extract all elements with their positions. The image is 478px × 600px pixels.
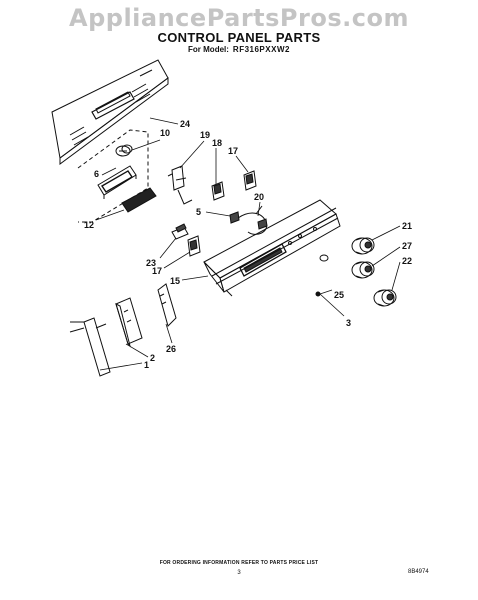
timer-lens: [121, 187, 157, 213]
dashed-outline: [77, 129, 149, 223]
watermark: AppliancePartsPros.com: [69, 4, 409, 32]
callout-6: 6: [94, 169, 99, 179]
callout-20: 20: [254, 192, 264, 202]
ordering-note: FOR ORDERING INFORMATION REFER TO PARTS …: [159, 560, 319, 566]
callout-15: 15: [170, 276, 180, 286]
callout-21: 21: [402, 221, 412, 231]
knob-22: [373, 289, 397, 307]
callout-25: 25: [334, 290, 344, 300]
callout-27: 27: [402, 241, 412, 251]
leader-lines: [95, 117, 401, 371]
callout-12: 12: [84, 220, 94, 230]
model-label: For Model:: [188, 45, 229, 54]
switch-18: [211, 181, 225, 201]
callout-17-upper: 17: [228, 146, 238, 156]
side-trim-1: [69, 317, 111, 377]
switch-17-lower: [187, 235, 201, 257]
page-title: CONTROL PANEL PARTS: [157, 30, 321, 45]
clock-knob: [115, 144, 133, 157]
callout-5: 5: [196, 207, 201, 217]
switch-23: [171, 223, 189, 240]
callout-1: 1: [144, 360, 149, 370]
end-cap-2: [115, 297, 143, 348]
callout-23: 23: [146, 258, 156, 268]
connector-5: [229, 211, 240, 224]
page-number: 3: [237, 570, 241, 576]
switch-17-upper: [243, 170, 257, 191]
backguard-panel: [51, 59, 169, 165]
rivet-25: [315, 291, 321, 297]
knob-27: [351, 261, 375, 279]
spring-clip: [319, 254, 329, 262]
callout-26: 26: [166, 344, 176, 354]
callout-19: 19: [200, 130, 210, 140]
callout-3: 3: [346, 318, 351, 328]
callout-2: 2: [150, 353, 155, 363]
end-cap-26: [157, 283, 177, 327]
model-line: For Model:RF316PXXW2: [0, 45, 478, 54]
callout-24: 24: [180, 119, 190, 129]
callout-10: 10: [160, 128, 170, 138]
control-panel: [203, 199, 341, 297]
callout-17-lower: 17: [152, 266, 162, 276]
clock-timer: [97, 165, 137, 199]
callout-22: 22: [402, 256, 412, 266]
callout-18: 18: [212, 138, 222, 148]
knob-21: [351, 237, 375, 255]
model-number: RF316PXXW2: [232, 45, 290, 54]
switch-19: [167, 165, 193, 205]
document-code: 8B4974: [408, 569, 429, 575]
